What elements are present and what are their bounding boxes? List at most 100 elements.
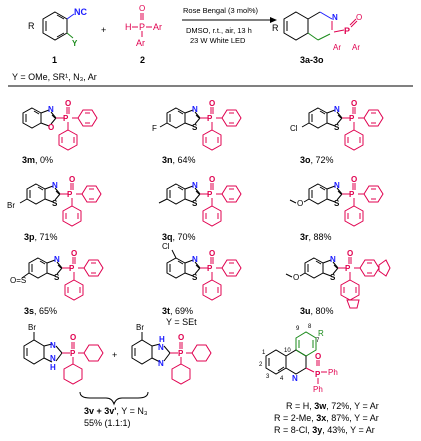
svg-text:S: S — [192, 199, 198, 208]
yield-3v-combo: 55% (1.1:1) — [84, 418, 131, 428]
svg-text:P: P — [63, 114, 69, 123]
svg-text:P: P — [315, 370, 321, 379]
compound-3v-prime: Br H N N P O — [131, 323, 212, 385]
svg-text:P: P — [67, 190, 73, 199]
svg-text:S: S — [52, 199, 58, 208]
reagent-1: R NC Y 1 — [28, 7, 87, 65]
svg-text:P: P — [207, 114, 213, 123]
product-3a-3o-label: 3a-3o — [300, 55, 324, 65]
svg-text:O: O — [69, 175, 75, 184]
compound-3p: Br N S P O — [7, 175, 102, 227]
svg-text:P: P — [344, 26, 350, 36]
svg-text:O: O — [351, 175, 357, 184]
row-3w: R = H, 3w, 72%, Y = Ar — [286, 401, 379, 411]
product-aryl-2: Ar — [352, 43, 360, 52]
label-3v-combo: 3v + 3v', Y = N₃ — [84, 406, 148, 416]
compound-3r: O N S P O — [289, 175, 384, 227]
plus-sign-bottom: + — [112, 350, 117, 360]
svg-text:S: S — [330, 273, 336, 282]
svg-text:O: O — [293, 273, 299, 282]
row-3y: R = 8-Cl, 3y, 43%, Y = Ar — [274, 425, 375, 435]
svg-text:H: H — [159, 335, 165, 344]
label-3p: 3p, 71% — [24, 232, 58, 242]
light-condition: 23 W White LED — [190, 36, 246, 45]
compound-1-label: 1 — [52, 55, 57, 65]
svg-text:4: 4 — [280, 376, 284, 382]
product-r-label: R — [272, 23, 279, 33]
svg-text:O: O — [70, 333, 76, 342]
svg-text:P: P — [349, 190, 355, 199]
svg-text:3: 3 — [266, 374, 270, 380]
svg-text:N: N — [50, 354, 56, 363]
label-3n: 3n, 64% — [162, 155, 196, 165]
label-3s: 3s, 65% — [24, 306, 57, 316]
svg-text:S: S — [334, 199, 340, 208]
plus-sign: + — [101, 25, 106, 35]
svg-text:S: S — [192, 273, 198, 282]
compound-3o: Cl N S P O — [290, 99, 384, 151]
svg-text:N: N — [334, 105, 340, 114]
svg-text:O: O — [209, 99, 215, 108]
svg-text:N: N — [50, 341, 56, 350]
svg-text:N: N — [292, 374, 298, 383]
svg-text:P: P — [207, 190, 213, 199]
svg-text:S: S — [192, 123, 198, 132]
phosphorus-label: P — [139, 22, 145, 32]
svg-text:O: O — [48, 123, 54, 132]
row-3x: R = 2-Me, 3x, 87%, Y = Ar — [274, 413, 379, 423]
compound-2-label: 2 — [140, 55, 145, 65]
hydrogen-label: H — [125, 22, 132, 32]
compound-3t: Cl N S P O — [162, 242, 242, 301]
label-3u: 3u, 80% — [300, 306, 334, 316]
reaction-arrow: Rose Bengal (3 mol%) DMSO, r.t., air, 13… — [182, 6, 277, 45]
svg-text:N: N — [54, 255, 60, 264]
label-3t: 3t, 69% — [162, 306, 193, 316]
product-general: N P O R Ar Ar 3a-3o — [272, 11, 362, 65]
svg-text:H: H — [50, 363, 56, 372]
svg-text:7: 7 — [316, 338, 320, 344]
oxygen-label: O — [139, 4, 145, 13]
label-3o: 3o, 72% — [300, 155, 334, 165]
svg-text:R: R — [318, 329, 324, 338]
r-group-label: R — [28, 21, 35, 31]
svg-text:Cl: Cl — [162, 242, 170, 251]
svg-text:O=S: O=S — [10, 276, 26, 285]
svg-text:Cl: Cl — [290, 124, 298, 133]
svg-text:O: O — [356, 13, 362, 22]
svg-text:1: 1 — [262, 350, 266, 356]
svg-text:Br: Br — [28, 323, 36, 332]
svg-text:N: N — [192, 105, 198, 114]
compound-3m: N O P O — [22, 99, 98, 151]
svg-text:O: O — [209, 249, 215, 258]
label-3m: 3m, 0% — [22, 155, 53, 165]
svg-text:O: O — [315, 352, 321, 361]
svg-text:N: N — [52, 181, 58, 190]
svg-text:9: 9 — [296, 326, 300, 332]
svg-text:N: N — [334, 181, 340, 190]
svg-text:10: 10 — [284, 348, 291, 354]
svg-text:N: N — [330, 255, 336, 264]
compound-3s: O=S N S P O — [10, 249, 104, 301]
compound-3n: F N S P O — [152, 99, 242, 151]
svg-text:N: N — [158, 343, 164, 352]
catalyst-condition: Rose Bengal (3 mol%) — [183, 6, 259, 15]
svg-text:P: P — [69, 264, 75, 273]
svg-text:F: F — [152, 124, 157, 133]
svg-text:N: N — [192, 181, 198, 190]
svg-text:O: O — [178, 333, 184, 342]
svg-text:N: N — [48, 105, 54, 114]
svg-text:P: P — [349, 114, 355, 123]
compound-3q: N S P O — [158, 175, 242, 227]
isocyanide-label: NC — [74, 7, 87, 17]
svg-text:O: O — [65, 99, 71, 108]
svg-text:O: O — [71, 249, 77, 258]
combo-bracket — [79, 391, 149, 406]
product-aryl-1: Ar — [333, 43, 341, 52]
svg-text:N: N — [158, 359, 164, 368]
svg-text:8: 8 — [308, 324, 312, 330]
svg-text:S: S — [54, 273, 60, 282]
note-3t: Y = SEt — [166, 317, 197, 327]
svg-text:Ph: Ph — [313, 385, 323, 394]
label-3r: 3r, 88% — [300, 232, 332, 242]
